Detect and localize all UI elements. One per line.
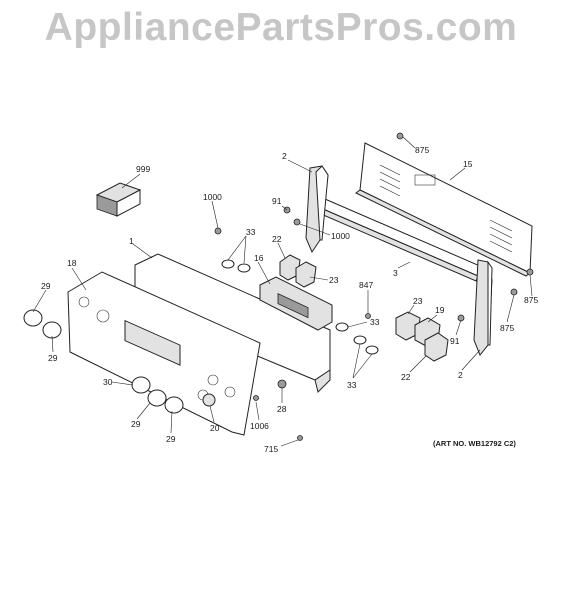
- callout-33-bottom: 33: [347, 380, 357, 390]
- callout-23-lower: 23: [413, 296, 423, 306]
- callout-2-right: 2: [458, 370, 463, 380]
- callout-91-right: 91: [450, 336, 460, 346]
- leader-lines: [32, 136, 533, 447]
- callout-15: 15: [463, 159, 473, 169]
- callout-33-top: 33: [246, 227, 256, 237]
- callout-847: 847: [359, 280, 373, 290]
- part-22-23-switch-upper: [279, 254, 317, 288]
- callout-29-b: 29: [48, 353, 58, 363]
- part-knobs: [23, 309, 287, 414]
- callout-30: 30: [103, 377, 113, 387]
- callout-22-lower: 22: [401, 372, 411, 382]
- part-19-22-23-switch-lower: [395, 311, 449, 362]
- part-2-left-bracket: [305, 165, 329, 254]
- callout-33-mid: 33: [370, 317, 380, 327]
- art-number: (ART NO. WB12792 C2): [433, 439, 516, 448]
- part-2-right-bracket: [473, 259, 493, 356]
- callout-3: 3: [393, 268, 398, 278]
- callout-29-c: 29: [131, 419, 141, 429]
- part-33-clips: [221, 259, 379, 355]
- callout-1: 1: [129, 236, 134, 246]
- part-16-electronic-control: [259, 276, 333, 331]
- callout-1000-right: 1000: [331, 231, 350, 241]
- callout-1006: 1006: [250, 421, 269, 431]
- callout-18: 18: [67, 258, 77, 268]
- part-999-box: [95, 182, 142, 217]
- callout-2-left: 2: [282, 151, 287, 161]
- callout-20: 20: [210, 423, 220, 433]
- callout-22-upper: 22: [272, 234, 282, 244]
- callout-28: 28: [277, 404, 287, 414]
- callout-999: 999: [136, 164, 150, 174]
- callout-875-top: 875: [415, 145, 429, 155]
- callout-23-upper: 23: [329, 275, 339, 285]
- callout-875-right: 875: [524, 295, 538, 305]
- callout-19: 19: [435, 305, 445, 315]
- callout-1000-left: 1000: [203, 192, 222, 202]
- watermark-text: AppliancePartsPros.com: [44, 6, 518, 49]
- callout-91-left: 91: [272, 196, 282, 206]
- callout-29-a: 29: [41, 281, 51, 291]
- callout-715: 715: [264, 444, 278, 454]
- callout-875-lower: 875: [500, 323, 514, 333]
- callout-29-d: 29: [166, 434, 176, 444]
- callout-16: 16: [254, 253, 264, 263]
